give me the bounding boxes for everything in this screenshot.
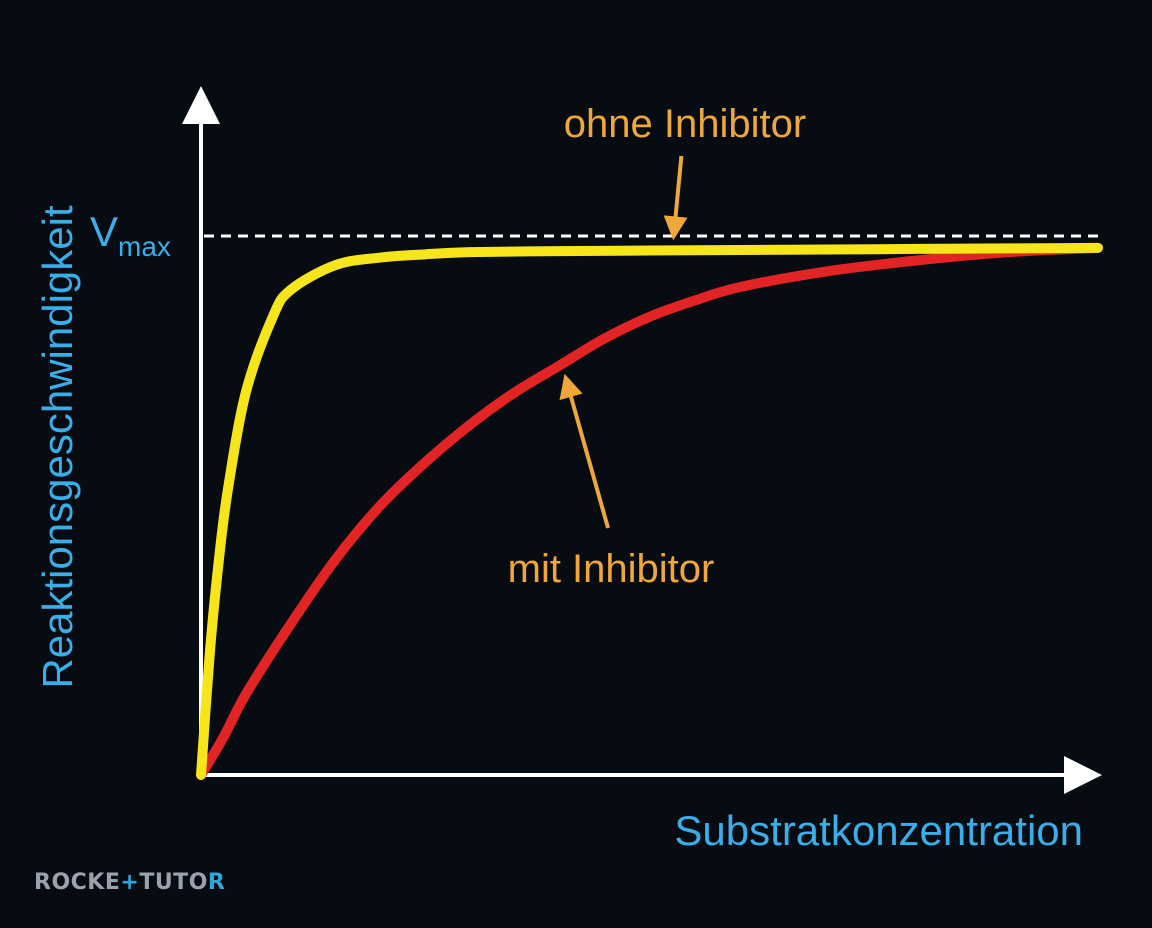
y-axis-label: Reaktionsgeschwindigkeit (34, 205, 81, 689)
series-line-mit-inhibitor (196, 242, 1103, 780)
annotation-ohne-inhibitor: ohne Inhibitor (564, 102, 806, 146)
logo-plus: + (120, 870, 140, 895)
logo-part-a: ROCKE (34, 870, 121, 895)
logo-part-d: R (207, 870, 226, 895)
x-axis-label: Substratkonzentration (674, 807, 1083, 854)
vmax-label-main: V (90, 208, 118, 255)
logo-part-c: TUTO (139, 870, 208, 895)
annotation-arrow-ohne-inhibitor (663, 155, 688, 241)
annotation-mit-inhibitor: mit Inhibitor (508, 547, 715, 591)
vmax-label: Vmax (90, 208, 171, 262)
x-axis-arrow-icon (1064, 756, 1102, 794)
y-axis-arrow-icon (182, 86, 220, 124)
brand-logo: ROCKE+TUTOR (34, 870, 225, 895)
vmax-label-sub: max (118, 231, 171, 262)
series-line-ohne-inhibitor (196, 242, 1103, 780)
annotation-arrow-mit-inhibitor (559, 373, 610, 529)
